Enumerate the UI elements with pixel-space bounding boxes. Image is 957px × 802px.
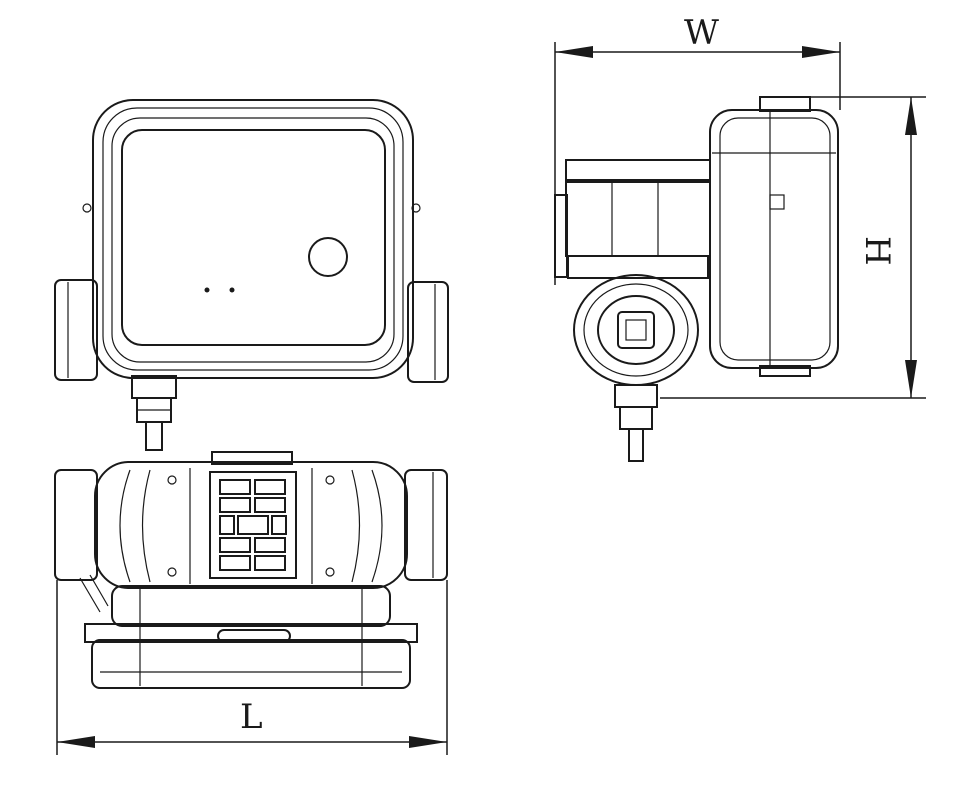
top-view (54, 451, 448, 689)
width-label: W (684, 13, 719, 53)
control-keypad (209, 471, 297, 579)
length-dimension: L (56, 580, 448, 755)
height-label: H (857, 236, 897, 266)
front-view (54, 99, 449, 451)
width-dimension: W (554, 13, 841, 285)
indicator-light (308, 237, 348, 277)
side-view (554, 96, 839, 462)
length-label: L (240, 697, 263, 737)
height-dimension: H (660, 96, 926, 399)
